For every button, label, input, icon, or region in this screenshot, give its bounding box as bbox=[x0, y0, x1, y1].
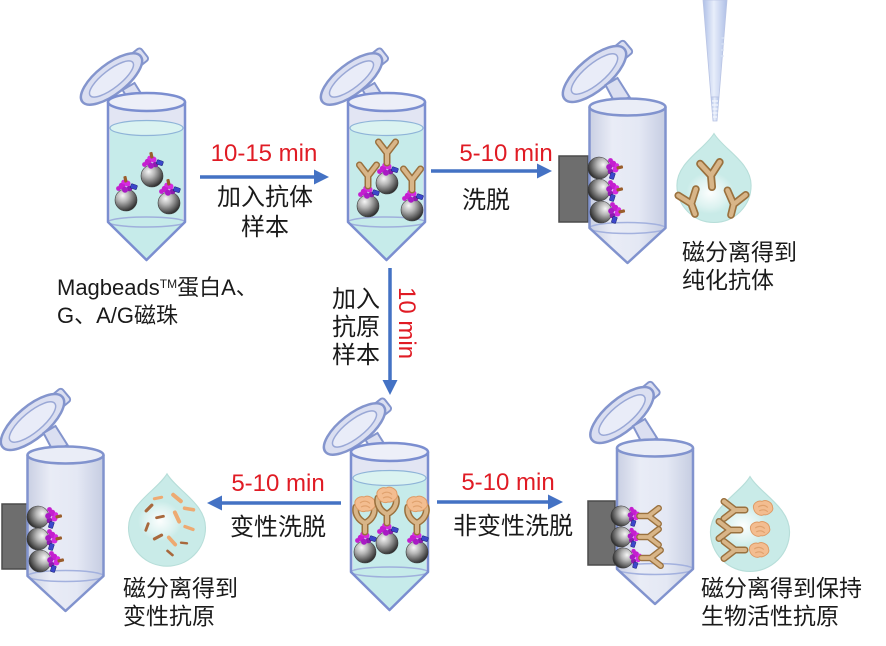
arrow-denaturing-elution bbox=[207, 495, 341, 511]
arrow-native-elution bbox=[437, 494, 563, 510]
trademark-sup: TM bbox=[159, 277, 178, 291]
result-denatured-antigen: 磁分离得到 变性抗原 bbox=[123, 575, 238, 629]
step1-time: 10-15 min bbox=[210, 140, 318, 167]
reagent-label: MagbeadsTM蛋白A、 G、A/G磁珠 bbox=[57, 275, 258, 328]
magnet-icon bbox=[587, 500, 616, 566]
tube-5-antigen-bound bbox=[314, 390, 429, 612]
arrow-add-antigen bbox=[382, 268, 398, 395]
step5-action: 非变性洗脱 bbox=[453, 513, 573, 540]
step2-time: 5-10 min bbox=[459, 140, 553, 167]
step3-action: 加入 抗原 样本 bbox=[332, 286, 380, 369]
tube-1-magbeads bbox=[71, 40, 187, 262]
result-native-antigen: 磁分离得到保持 生物活性抗原 bbox=[701, 575, 862, 629]
antigen-icon bbox=[748, 542, 770, 558]
step4-time: 5-10 min bbox=[231, 470, 325, 497]
reagent-brand: Magbeads bbox=[57, 275, 160, 300]
droplet-native-antigen bbox=[709, 475, 791, 573]
arrow-elution bbox=[431, 163, 552, 179]
droplet-denatured-antigen bbox=[127, 473, 207, 567]
result-purified-antibody: 磁分离得到 纯化抗体 bbox=[682, 239, 797, 293]
droplet-purified-antibody bbox=[677, 132, 752, 224]
step1-action: 加入抗体 样本 bbox=[217, 184, 313, 241]
tube-3-magnetic-separation bbox=[553, 32, 667, 265]
magnet-icon bbox=[558, 155, 589, 223]
magnet-icon bbox=[1, 503, 29, 570]
step4-action: 变性洗脱 bbox=[230, 514, 326, 541]
antigen-icon bbox=[749, 521, 771, 537]
tube-4-denatured-separation bbox=[0, 380, 105, 613]
step2-action: 洗脱 bbox=[462, 187, 510, 214]
antigen-icon bbox=[752, 500, 774, 516]
arrow-add-antibody bbox=[200, 169, 329, 185]
step3-time: 10 min bbox=[393, 287, 420, 360]
tube-6-native-separation bbox=[580, 373, 695, 606]
pipette-tip-icon bbox=[702, 0, 728, 122]
step5-time: 5-10 min bbox=[461, 469, 555, 496]
